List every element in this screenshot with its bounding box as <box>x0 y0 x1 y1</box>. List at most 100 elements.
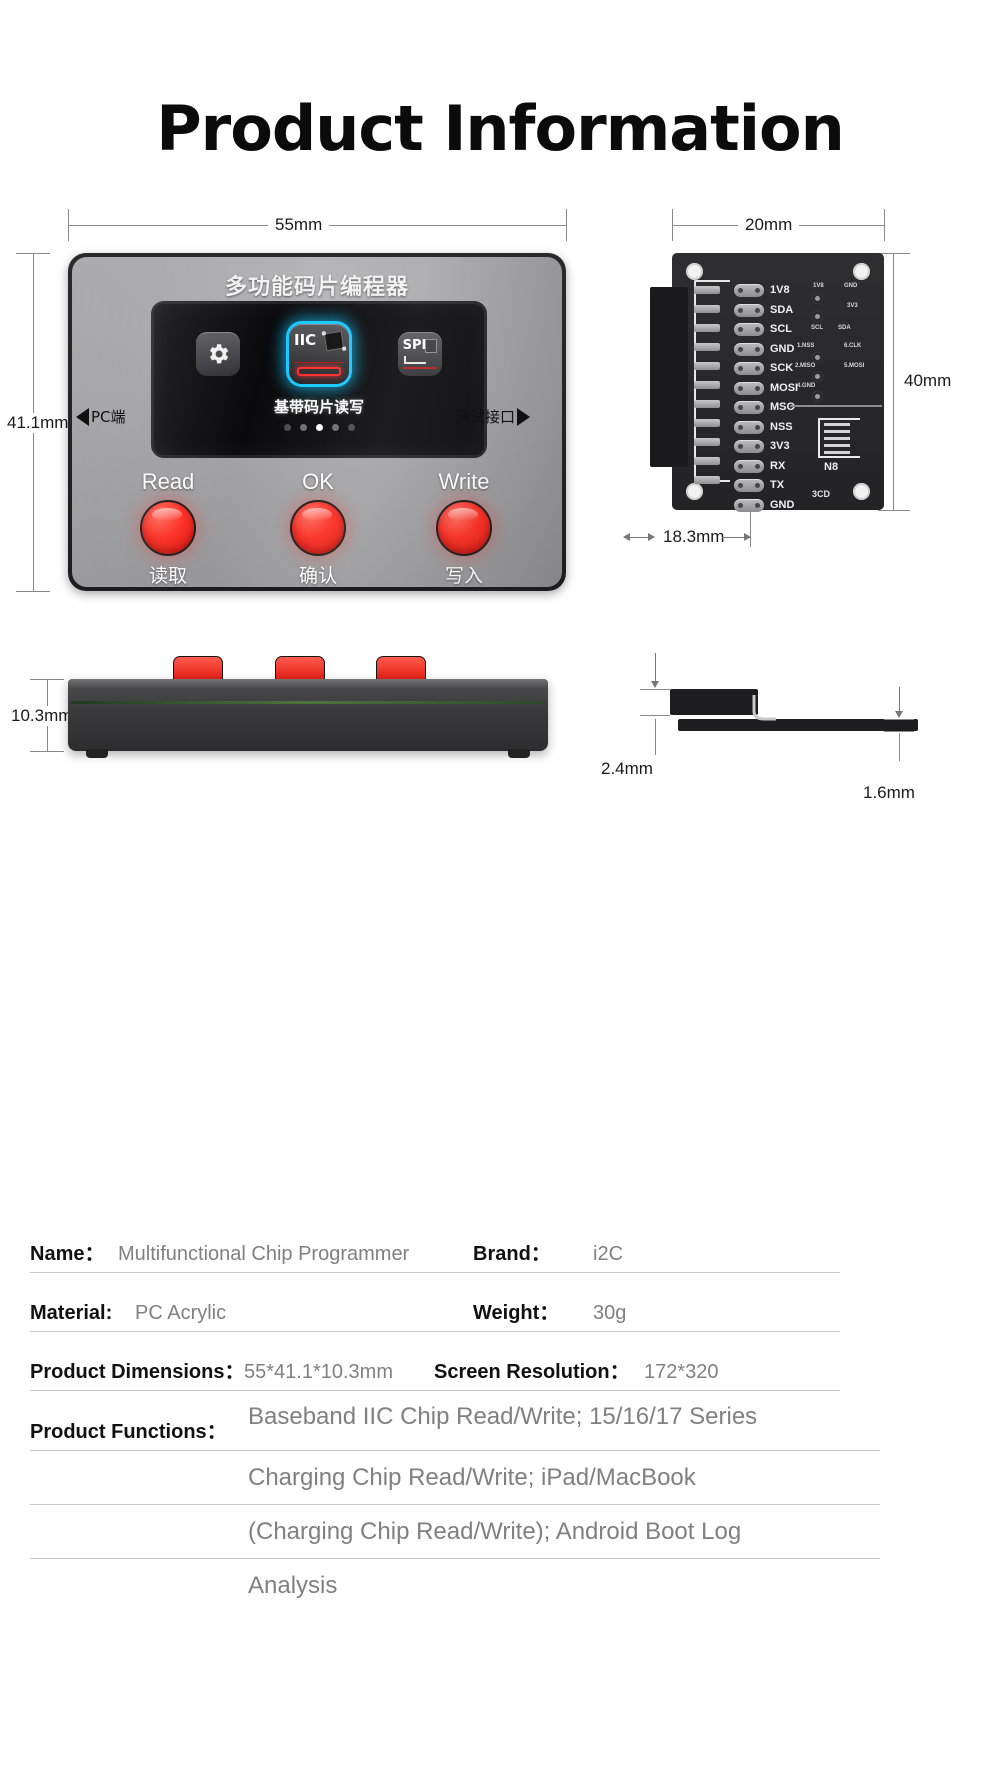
silk-label: SDA <box>838 325 851 331</box>
pin <box>694 362 720 370</box>
pcb-side-top-label: 2.4mm <box>594 759 660 779</box>
page-title: Product Information <box>156 92 845 165</box>
pin <box>694 400 720 408</box>
spec-value-name: Multifunctional Chip Programmer <box>118 1243 410 1265</box>
height-dim-tick-bottom <box>16 591 50 592</box>
solder-pad <box>734 362 764 375</box>
silk-divider <box>790 405 882 407</box>
functions-line-3: (Charging Chip Read/Write); Android Boot… <box>248 1518 742 1545</box>
silk-label: GND <box>844 283 858 289</box>
pad-label: GND <box>770 342 795 355</box>
spi-red-line <box>402 367 437 369</box>
functions-line-4: Analysis <box>248 1572 338 1599</box>
side-foot <box>508 749 530 758</box>
solder-pad <box>734 284 764 297</box>
solder-pad <box>734 420 764 434</box>
pcb-side-top-tick-a <box>640 689 670 690</box>
pcb-height-label: 40mm <box>897 371 959 391</box>
functions-line-2: Charging Chip Read/Write; iPad/MacBook <box>248 1464 696 1491</box>
pcb-top-view: 1V8 SDA SCL GND SCK MOSI <box>650 253 884 512</box>
iic-red-bar <box>296 367 341 376</box>
read-button-group[interactable]: Read 读取 <box>118 469 218 587</box>
via <box>812 293 823 304</box>
via <box>812 371 823 382</box>
ok-button-group[interactable]: OK 确认 <box>268 469 368 587</box>
page-dot <box>331 424 339 431</box>
silk-label: 2.MISO <box>795 363 816 369</box>
triangle-left-icon <box>76 407 89 426</box>
spec-table: Name： Multifunctional Chip Programmer Br… <box>30 1214 840 1391</box>
sim-contacts <box>824 423 850 458</box>
silk-label: 5.MOSI <box>844 363 865 369</box>
iic-icon[interactable]: IIC <box>288 324 349 384</box>
pin <box>694 419 720 427</box>
connector-dim-tick <box>750 511 751 547</box>
spec-value-resolution: 172*320 <box>644 1361 719 1383</box>
side-button <box>173 656 223 682</box>
front-width-label: 55mm <box>268 215 330 235</box>
side-button <box>376 656 426 682</box>
silk-label: SCL <box>811 325 823 331</box>
device-lcd-screen[interactable]: IIC SPI 基带码片读写 <box>151 301 487 458</box>
pad-label: SCK <box>770 362 794 374</box>
side-height-label: 10.3mm <box>4 706 80 726</box>
ok-button-label-en: OK <box>302 469 334 494</box>
mount-hole <box>853 263 870 280</box>
pcb-side-bot-leader <box>899 733 900 761</box>
side-foot <box>86 749 108 758</box>
pin <box>694 476 720 484</box>
pad-label: 3V3 <box>770 440 790 452</box>
read-button[interactable] <box>140 500 196 556</box>
pcb-side-top-arrow <box>651 653 659 688</box>
pcb-width-label: 20mm <box>738 215 800 235</box>
page-dot <box>299 424 307 431</box>
pcb-side-board <box>678 719 918 731</box>
pcb-side-view <box>640 671 940 781</box>
functions-line-1: Baseband IIC Chip Read/Write; 15/16/17 S… <box>248 1403 758 1430</box>
silk-label: 3V3 <box>847 303 858 309</box>
pad-label: GND <box>770 498 795 511</box>
spi-icon-label: SPI <box>402 338 427 353</box>
device-face: 多功能码片编程器 IIC SPI <box>72 257 562 587</box>
settings-icon[interactable] <box>196 332 241 376</box>
spi-wave-glyph <box>403 356 426 364</box>
spi-icon[interactable]: SPI <box>397 332 442 376</box>
spi-chip-glyph <box>424 339 437 353</box>
connector-dim-label: 18.3mm <box>656 527 732 547</box>
pad-label: RX <box>770 459 786 472</box>
pcb-side-bot-tick-a <box>884 719 914 720</box>
solder-pad <box>734 381 764 395</box>
spec-key-functions: Product Functions： <box>30 1421 227 1443</box>
page-dot-active <box>315 424 323 431</box>
pcb-side-top-tick-b <box>640 715 670 716</box>
pin <box>694 343 720 351</box>
pc-port-label: PC端 <box>91 408 126 426</box>
write-button-group[interactable]: Write 写入 <box>414 469 514 587</box>
sim-contact <box>824 451 850 454</box>
solder-pad <box>734 479 764 492</box>
lcd-page-dots <box>154 424 484 431</box>
write-button[interactable] <box>436 500 492 556</box>
device-side-view <box>68 651 568 781</box>
sim-contact <box>824 423 850 426</box>
pin <box>694 305 720 313</box>
pad-label: MOSI <box>770 381 799 394</box>
spec-value-brand: i2C <box>593 1243 624 1265</box>
solder-pad <box>734 342 764 356</box>
spec-key-resolution: Screen Resolution： <box>434 1361 630 1383</box>
triangle-right-icon <box>517 407 531 426</box>
test-port-callout: 测试接口 <box>455 406 531 427</box>
spec-key-brand: Brand： <box>473 1243 551 1265</box>
pad-label: TX <box>770 479 785 491</box>
solder-pad <box>734 323 764 336</box>
pin-header <box>694 283 728 484</box>
side-height-tick-bottom <box>30 751 64 752</box>
product-figures: 55mm 41.1mm 多功能码片编程器 IIC <box>0 201 1000 901</box>
spec-key-name: Name： <box>30 1243 105 1265</box>
spec-value-weight: 30g <box>593 1302 627 1324</box>
solder-pad <box>734 303 764 317</box>
ok-button[interactable] <box>290 500 346 556</box>
spec-row-material: Material: PC Acrylic Weight： 30g <box>30 1273 840 1332</box>
sim-slot-outline <box>818 418 860 458</box>
pad-label: MSO <box>770 401 796 413</box>
